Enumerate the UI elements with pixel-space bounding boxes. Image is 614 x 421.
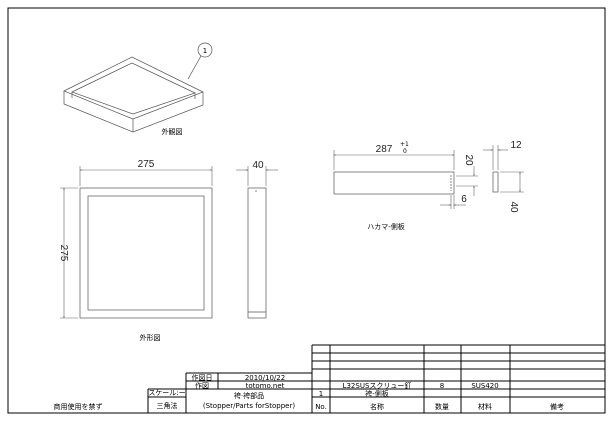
dim-part-length: 287 xyxy=(376,144,393,155)
part-view-label: ハカマ-側板 xyxy=(367,222,405,231)
header-no: No. xyxy=(315,403,327,411)
dim-side-depth: 40 xyxy=(252,160,264,171)
callout-number: 1 xyxy=(203,47,207,55)
part-drawing: 287 +1 0 20 6 12 40 ハカマ-側板 xyxy=(333,140,524,231)
drawing-title: 袴·袴部品 xyxy=(234,391,264,400)
part-no: 1 xyxy=(319,390,323,398)
dim-end-thickness: 12 xyxy=(510,140,522,151)
author-label: 作図 xyxy=(195,381,209,390)
projection-label: 三角法 xyxy=(157,401,178,410)
title-block: 商用使用を禁ず スケール:ー 三角法 作図日 2010/10/22 作図 tot… xyxy=(54,344,605,413)
callout-balloon xyxy=(197,42,213,58)
isometric-view: 1 外観図 xyxy=(63,42,213,136)
dim-front-width: 275 xyxy=(138,159,155,170)
header-name: 名称 xyxy=(370,402,384,411)
part-material: SUS420 xyxy=(471,382,498,390)
leader-line xyxy=(187,55,202,80)
sheet-border xyxy=(7,7,606,414)
dim-part-height: 20 xyxy=(463,154,474,166)
outline-view-label: 外形図 xyxy=(140,333,161,342)
header-material: 材料 xyxy=(478,402,492,411)
part-name: L32SUSスクリュー釘 xyxy=(343,381,412,390)
end-view xyxy=(492,171,499,193)
date-value: 2010/10/22 xyxy=(245,374,285,382)
dim-front-height: 275 xyxy=(58,245,69,262)
dim-part-notch: 6 xyxy=(461,194,467,205)
dim-end-height: 40 xyxy=(508,201,519,213)
dim-tol-upper: +1 xyxy=(400,141,409,148)
notice-text: 商用使用を禁ず xyxy=(54,402,103,411)
part-qty: 8 xyxy=(440,382,444,390)
author-value: totomo.net xyxy=(246,382,285,390)
side-view: 40 xyxy=(236,160,278,319)
scale-label: スケール:ー xyxy=(148,389,185,397)
iso-view-label: 外観図 xyxy=(162,127,183,136)
part-name: 袴-側板 xyxy=(365,389,389,398)
date-label: 作図日 xyxy=(192,373,213,382)
dim-tol-lower: 0 xyxy=(403,148,407,155)
header-qty: 数量 xyxy=(435,402,449,411)
front-view: 275 275 外形図 xyxy=(58,159,213,342)
header-remarks: 備考 xyxy=(550,402,564,411)
drawing-subtitle: (Stopper/Parts forStopper) xyxy=(203,402,295,410)
